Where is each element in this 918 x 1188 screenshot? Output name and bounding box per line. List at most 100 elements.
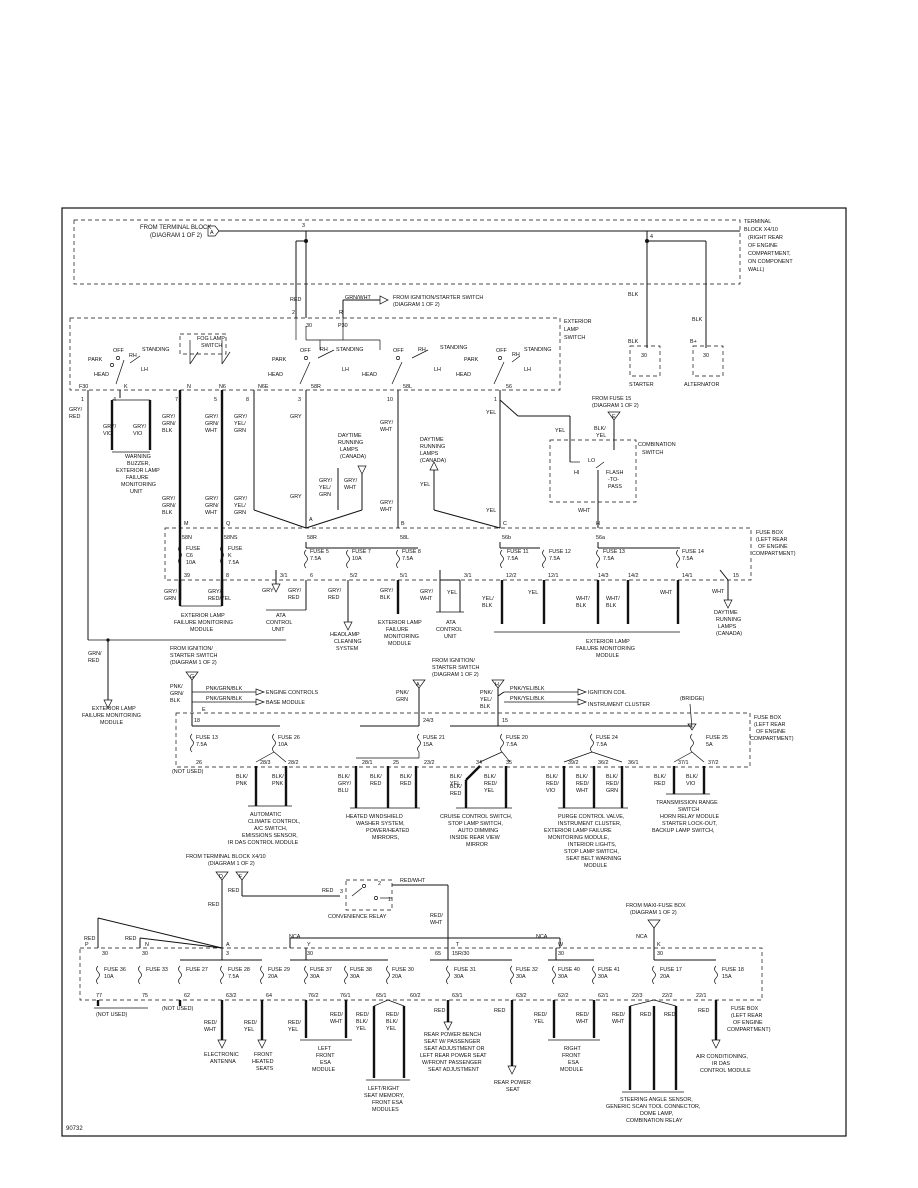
svg-text:BLOCK X4/10: BLOCK X4/10 <box>744 227 778 233</box>
svg-text:FROM MAXI-FUSE BOX: FROM MAXI-FUSE BOX <box>626 903 686 909</box>
svg-text:5/2: 5/2 <box>350 573 358 579</box>
svg-text:BLK/RED/WHT: BLK/RED/WHT <box>576 774 589 794</box>
svg-text:BLK/RED/VIO: BLK/RED/VIO <box>546 774 559 794</box>
svg-text:GRN: GRN <box>396 697 408 703</box>
svg-text:HEAD: HEAD <box>268 372 283 378</box>
svg-text:7: 7 <box>175 397 178 403</box>
svg-text:FAILURE MONITORING: FAILURE MONITORING <box>82 713 141 719</box>
fuse-glyphs-upper <box>178 545 680 569</box>
svg-text:36/2: 36/2 <box>598 760 609 766</box>
svg-text:BLK/RED/GRN: BLK/RED/GRN <box>606 774 619 794</box>
svg-text:FUSE 14: FUSE 14 <box>682 549 704 555</box>
svg-text:15A: 15A <box>423 742 433 748</box>
svg-text:GRY/: GRY/ <box>162 496 176 502</box>
svg-text:HEATED: HEATED <box>252 1059 274 1065</box>
svg-text:A: A <box>226 942 230 948</box>
svg-text:MONITORING: MONITORING <box>121 482 156 488</box>
svg-text:GRY/: GRY/ <box>69 407 83 413</box>
svg-text:BLK/PNK: BLK/PNK <box>236 774 248 787</box>
svg-text:OFF: OFF <box>393 348 404 354</box>
ignition-feed: FROM IGNITION/STARTER SWITCH (DIAGRAM 1 … <box>339 295 483 318</box>
svg-text:W: W <box>558 942 564 948</box>
svg-text:FUSE 29: FUSE 29 <box>268 967 290 973</box>
svg-text:HI: HI <box>574 470 579 476</box>
svg-text:RED: RED <box>322 888 333 894</box>
svg-text:RED: RED <box>698 1008 709 1014</box>
svg-text:1: 1 <box>388 897 391 903</box>
svg-text:GRN/: GRN/ <box>170 691 184 697</box>
svg-text:BLK/YEL: BLK/YEL <box>450 774 462 787</box>
svg-text:(LEFT REAR: (LEFT REAR <box>731 1013 762 1019</box>
svg-text:RED: RED <box>434 1008 445 1014</box>
svg-text:ENGINE CONTROLS: ENGINE CONTROLS <box>266 690 319 696</box>
svg-text:MODULE: MODULE <box>388 641 411 647</box>
svg-text:AIR CONDITIONING,: AIR CONDITIONING, <box>696 1054 748 1060</box>
svg-text:FUSE 33: FUSE 33 <box>146 967 168 973</box>
svg-text:BLK: BLK <box>628 292 639 298</box>
svg-text:4: 4 <box>650 234 653 240</box>
svg-text:SEAT MEMORY,: SEAT MEMORY, <box>364 1093 405 1099</box>
svg-text:SEAT: SEAT <box>506 1087 520 1093</box>
svg-text:BLK: BLK <box>162 428 173 434</box>
svg-text:FUSE 27: FUSE 27 <box>186 967 208 973</box>
svg-text:1: 1 <box>494 397 497 403</box>
svg-text:INSIDE REAR VIEW: INSIDE REAR VIEW <box>450 835 501 841</box>
svg-text:STARTER SWITCH: STARTER SWITCH <box>170 653 218 659</box>
svg-text:RED: RED <box>208 902 219 908</box>
svg-text:BLK: BLK <box>480 704 491 710</box>
svg-text:F: F <box>239 874 243 880</box>
svg-text:MODULE: MODULE <box>584 863 607 869</box>
svg-text:YEL: YEL <box>596 433 606 439</box>
svg-text:FRONT: FRONT <box>254 1052 273 1058</box>
svg-text:8: 8 <box>226 573 229 579</box>
fusebox-lower: FROM TERMINAL BLOCK X4/10 (DIAGRAM 1 OF … <box>79 854 771 1033</box>
svg-text:WHT: WHT <box>578 508 591 514</box>
svg-text:PNK/GRN/BLK: PNK/GRN/BLK <box>206 686 243 692</box>
svg-text:INSTRUMENT CLUSTER: INSTRUMENT CLUSTER <box>588 702 650 708</box>
svg-text:LAMPS: LAMPS <box>420 451 439 457</box>
svg-text:STOP LAMP SWITCH,: STOP LAMP SWITCH, <box>448 821 503 827</box>
svg-text:7.5A: 7.5A <box>682 556 693 562</box>
svg-text:CONTROL MODULE: CONTROL MODULE <box>700 1068 751 1074</box>
svg-text:30A: 30A <box>558 974 568 980</box>
svg-text:10A: 10A <box>104 974 114 980</box>
svg-text:GRY/: GRY/ <box>380 420 394 426</box>
svg-text:INSTRUMENT CLUSTER,: INSTRUMENT CLUSTER, <box>558 821 622 827</box>
svg-text:37/2: 37/2 <box>708 760 719 766</box>
svg-text:(DIAGRAM 1 OF 2): (DIAGRAM 1 OF 2) <box>592 403 639 409</box>
svg-text:PURGE CONTROL VALVE,: PURGE CONTROL VALVE, <box>558 814 625 820</box>
svg-text:(DIAGRAM 1 OF 2): (DIAGRAM 1 OF 2) <box>208 861 255 867</box>
svg-text:WHT: WHT <box>205 428 218 434</box>
svg-text:15R/30: 15R/30 <box>452 951 469 957</box>
svg-text:CLEANING: CLEANING <box>334 639 362 645</box>
svg-text:FUSE BOX: FUSE BOX <box>754 715 782 721</box>
svg-text:OF ENGINE: OF ENGINE <box>733 1020 763 1026</box>
svg-text:RED/YEL: RED/YEL <box>288 1020 301 1033</box>
svg-text:(LEFT REAR: (LEFT REAR <box>756 537 787 543</box>
svg-text:FUSE 28: FUSE 28 <box>228 967 250 973</box>
svg-text:COMPARTMENT): COMPARTMENT) <box>752 551 796 557</box>
fusebox-upper: FUSE BOX (LEFT REAR OF ENGINE COMPARTMEN… <box>164 517 796 581</box>
svg-text:OF ENGINE: OF ENGINE <box>756 729 786 735</box>
svg-text:COMBINATION RELAY: COMBINATION RELAY <box>626 1118 683 1124</box>
svg-text:24/3: 24/3 <box>423 718 434 724</box>
svg-text:YEL/: YEL/ <box>319 485 331 491</box>
svg-text:RED/WHT: RED/WHT <box>612 1012 625 1025</box>
svg-text:BLK: BLK <box>628 339 639 345</box>
svg-text:WHT/BLK: WHT/BLK <box>576 596 590 609</box>
svg-text:FRONT ESA: FRONT ESA <box>372 1100 403 1106</box>
svg-text:39/2: 39/2 <box>568 760 579 766</box>
svg-text:GRN: GRN <box>319 492 331 498</box>
svg-text:LH: LH <box>434 367 441 373</box>
svg-text:75: 75 <box>142 993 148 999</box>
svg-text:(NOT USED): (NOT USED) <box>172 769 204 775</box>
svg-text:STANDING: STANDING <box>142 347 169 353</box>
svg-text:POWER/HEATED: POWER/HEATED <box>366 828 409 834</box>
svg-text:H: H <box>495 682 499 688</box>
svg-text:LO: LO <box>588 458 595 464</box>
svg-text:GRN: GRN <box>234 428 246 434</box>
svg-text:30: 30 <box>307 951 313 957</box>
svg-text:ATA: ATA <box>446 620 456 626</box>
svg-text:WARNING: WARNING <box>125 454 151 460</box>
svg-text:WASHER SYSTEM,: WASHER SYSTEM, <box>356 821 405 827</box>
